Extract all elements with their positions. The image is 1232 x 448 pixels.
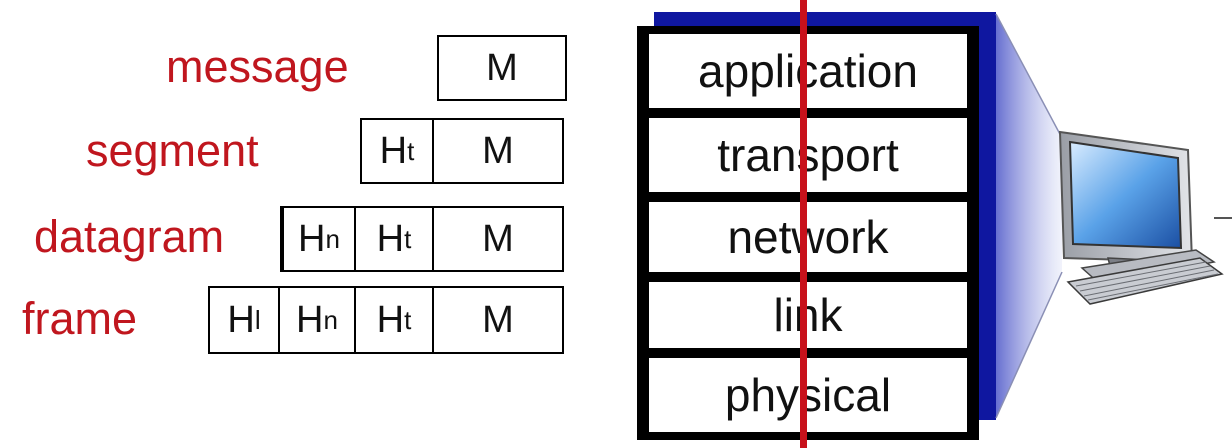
layer-application-label: application xyxy=(698,45,918,97)
protocol-stack: application transport network link physi… xyxy=(637,26,979,440)
computer-icon xyxy=(1058,130,1232,305)
pdu-label-segment: segment xyxy=(86,125,259,176)
payload-label: M xyxy=(482,299,514,341)
segment-payload-box: M xyxy=(432,118,564,184)
layer-link: link xyxy=(649,282,967,348)
header-base: H xyxy=(296,299,324,341)
pdu-label-message: message xyxy=(166,41,349,92)
header-base: H xyxy=(298,218,326,260)
layer-link-label: link xyxy=(773,289,843,341)
header-base: H xyxy=(376,218,405,260)
layer-transport: transport xyxy=(649,118,967,192)
payload-label: M xyxy=(482,130,514,172)
pdu-label-datagram: datagram xyxy=(34,211,225,262)
message-payload-box: M xyxy=(437,35,567,101)
layer-transport-label: transport xyxy=(717,129,899,181)
layer-physical-label: physical xyxy=(724,369,892,421)
vertical-red-line xyxy=(800,0,807,448)
layer-application: application xyxy=(649,34,967,108)
header-base: H xyxy=(376,299,405,341)
datagram-payload-box: M xyxy=(432,206,564,272)
payload-label: M xyxy=(486,47,518,89)
frame-payload-box: M xyxy=(432,286,564,354)
header-base: H xyxy=(379,130,408,172)
layer-physical: physical xyxy=(649,358,967,432)
header-base: H xyxy=(227,299,255,341)
layer-network-label: network xyxy=(727,211,889,263)
pdu-label-frame: frame xyxy=(22,293,138,344)
payload-label: M xyxy=(482,218,514,260)
layer-network: network xyxy=(649,202,967,272)
zoom-fan xyxy=(996,14,1062,418)
